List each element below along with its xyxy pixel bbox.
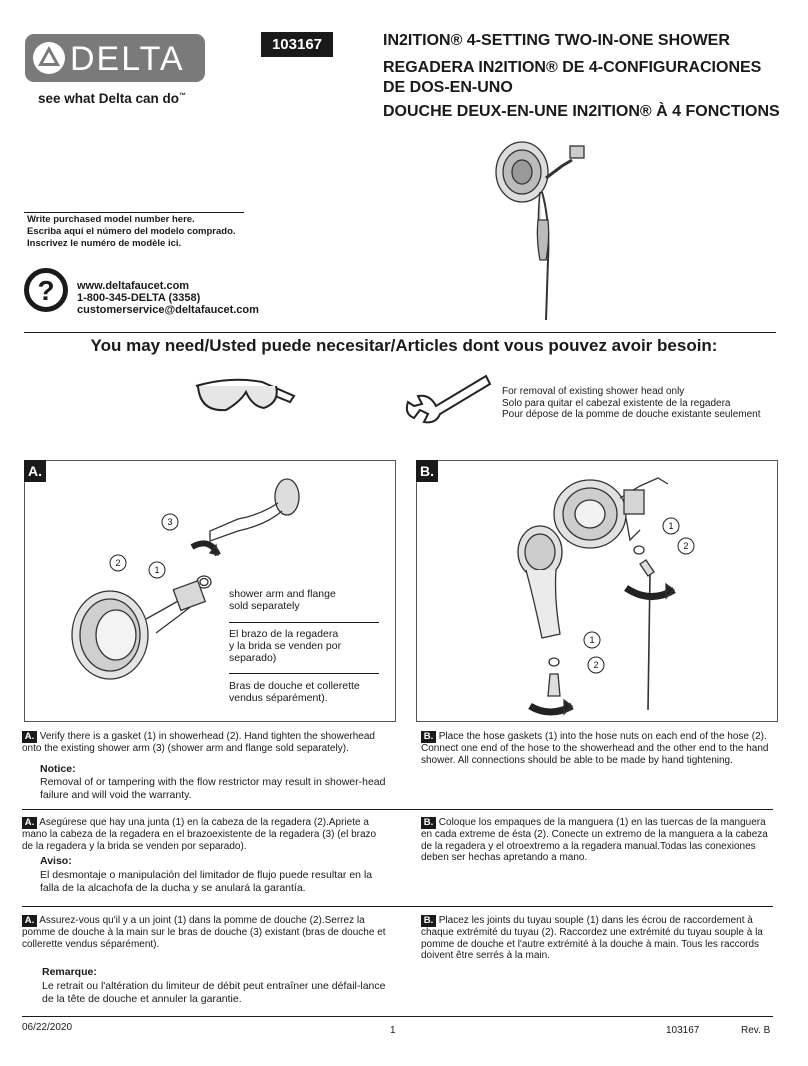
notice-es-title: Aviso: bbox=[40, 855, 72, 867]
model-record-instructions: Write purchased model number here. Escri… bbox=[27, 214, 236, 250]
model-record-es: Escriba aquí el número del modelo compra… bbox=[27, 226, 236, 237]
notice-en-title: Notice: bbox=[40, 763, 76, 775]
callout-en-line2: sold separately bbox=[229, 600, 300, 612]
step-b-es-tag: B. bbox=[421, 817, 436, 829]
wrench-note-es: Solo para quitar el cabezal existente de… bbox=[502, 397, 731, 409]
title-es-line1: REGADERA IN2ITION® DE 4-CONFIGURACIONES bbox=[383, 59, 762, 76]
wrench-note: For removal of existing shower head only… bbox=[502, 386, 761, 421]
callout-divider-1 bbox=[229, 622, 379, 623]
trademark-mark: ™ bbox=[179, 92, 187, 100]
footer-revision: Rev. B bbox=[741, 1025, 771, 1036]
step-b-fr-text: Placez les joints du tuyau souple (1) da… bbox=[421, 915, 763, 961]
step-b-fr-tag: B. bbox=[421, 915, 436, 927]
callout-fr-line2: vendus séparément). bbox=[229, 692, 328, 704]
footer-date: 06/22/2020 bbox=[22, 1022, 73, 1033]
callout-b-1-lower: 1 bbox=[589, 635, 594, 645]
tagline-text: see what Delta can do bbox=[38, 91, 180, 106]
callout-b-2-upper: 2 bbox=[683, 541, 688, 551]
callout-a-1: 1 bbox=[154, 565, 159, 575]
notice-es-text: El desmontaje o manipulación del limitad… bbox=[40, 869, 373, 894]
footer-divider bbox=[22, 1016, 773, 1017]
phone-number[interactable]: 1-800-345-DELTA (3358) bbox=[77, 292, 201, 304]
callout-divider-2 bbox=[229, 673, 379, 674]
step-a-fr-text: Assurez-vous qu'il y a un joint (1) dans… bbox=[22, 915, 386, 950]
footer-page: 1 bbox=[390, 1025, 396, 1036]
callout-b-2-lower: 2 bbox=[593, 660, 598, 670]
step-a-en-text: Verify there is a gasket (1) in showerhe… bbox=[22, 731, 375, 754]
email-link[interactable]: customerservice@deltafaucet.com bbox=[77, 304, 259, 316]
notice-fr-text: Le retrait ou l'altération du limiteur d… bbox=[42, 980, 386, 1005]
step-b-en-text: Place the hose gaskets (1) into the hose… bbox=[421, 731, 769, 766]
panel-b bbox=[416, 460, 778, 722]
delta-triangle-icon bbox=[33, 42, 65, 74]
brand-tagline: see what Delta can do™ bbox=[38, 91, 186, 106]
step-b-es: B. Coloque los empaques de la manguera (… bbox=[421, 817, 773, 864]
panel-a-illustration: 3 2 1 bbox=[71, 478, 300, 680]
callout-es-line3: separado) bbox=[229, 652, 277, 664]
step-a-fr-tag: A. bbox=[22, 915, 37, 927]
wrench-icon bbox=[405, 374, 492, 424]
question-icon: ? bbox=[24, 268, 68, 312]
title-en: IN2ITION® 4-SETTING TWO-IN-ONE SHOWER bbox=[383, 32, 730, 49]
callout-fr: Bras de douche et collerette vendus sépa… bbox=[229, 680, 360, 704]
step-a-es: A. Asegúrese que hay una junta (1) en la… bbox=[22, 817, 388, 852]
step-a-en-tag: A. bbox=[22, 731, 37, 743]
model-record-fr: Inscrivez le numéro de modèle ici. bbox=[27, 238, 182, 249]
step-b-fr: B. Placez les joints du tuyau souple (1)… bbox=[421, 915, 773, 962]
tools-heading: You may need/Usted puede necesitar/Artic… bbox=[90, 336, 718, 355]
panel-b-label: B. bbox=[416, 460, 438, 482]
website-link[interactable]: www.deltafaucet.com bbox=[77, 280, 190, 292]
step-a-es-text: Asegúrese que hay una junta (1) en la ca… bbox=[22, 817, 377, 852]
brand-name: DELTA bbox=[70, 40, 185, 78]
title-es-line2: DE DOS-EN-UNO bbox=[383, 79, 513, 96]
callout-fr-line1: Bras de douche et collerette bbox=[229, 680, 360, 692]
wrench-note-fr: Pour dépose de la pomme de douche exista… bbox=[502, 409, 761, 420]
model-record-en: Write purchased model number here. bbox=[27, 214, 195, 225]
section-divider bbox=[24, 332, 776, 333]
step-a-en: A. Verify there is a gasket (1) in showe… bbox=[22, 731, 388, 755]
model-number-badge: 103167 bbox=[261, 32, 333, 57]
panel-b-illustration: 1 2 1 2 bbox=[517, 477, 695, 716]
lang-divider-1 bbox=[22, 809, 773, 810]
step-b-es-text: Coloque los empaques de la manguera (1) … bbox=[421, 817, 768, 863]
panel-a-label: A. bbox=[24, 460, 46, 482]
callout-a-3: 3 bbox=[167, 517, 172, 527]
footer-model: 103167 bbox=[666, 1025, 700, 1036]
callout-a-2: 2 bbox=[115, 558, 120, 568]
callout-b-1-upper: 1 bbox=[668, 521, 673, 531]
contact-info: www.deltafaucet.com 1-800-345-DELTA (335… bbox=[77, 280, 259, 316]
product-illustration bbox=[495, 141, 585, 321]
notice-fr-title: Remarque: bbox=[42, 966, 97, 978]
callout-es: El brazo de la regadera y la brida se ve… bbox=[229, 628, 341, 664]
callout-en-line1: shower arm and flange bbox=[229, 588, 336, 600]
notice-en-text: Removal of or tampering with the flow re… bbox=[40, 776, 386, 801]
step-b-en: B. Place the hose gaskets (1) into the h… bbox=[421, 731, 773, 766]
callout-en: shower arm and flange sold separately bbox=[229, 588, 336, 612]
step-b-en-tag: B. bbox=[421, 731, 436, 743]
safety-glasses-icon bbox=[195, 378, 296, 412]
callout-es-line2: y la brida se venden por bbox=[229, 640, 342, 652]
wrench-note-en: For removal of existing shower head only bbox=[502, 386, 685, 397]
panel-a bbox=[24, 460, 396, 722]
title-fr: DOUCHE DEUX-EN-UNE IN2ITION® À 4 FONCTIO… bbox=[383, 103, 780, 120]
lang-divider-2 bbox=[22, 906, 773, 907]
callout-es-line1: El brazo de la regadera bbox=[229, 628, 339, 640]
model-number-write-line[interactable] bbox=[24, 212, 244, 213]
step-a-es-tag: A. bbox=[22, 817, 37, 829]
step-a-fr: A. Assurez-vous qu'il y a un joint (1) d… bbox=[22, 915, 388, 950]
